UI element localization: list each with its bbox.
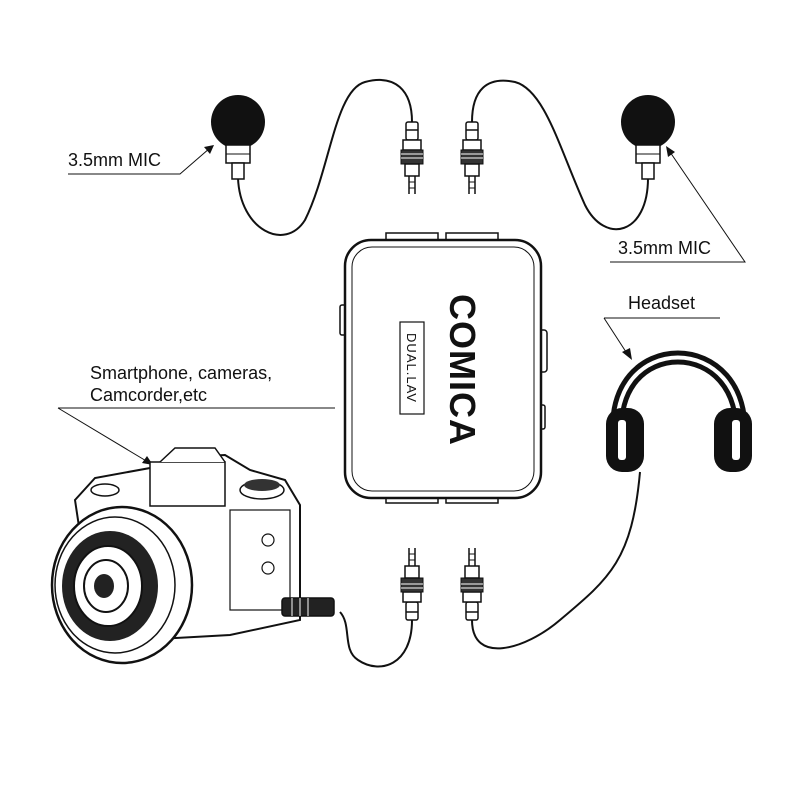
dslr-camera-icon	[50, 447, 335, 665]
brand-logo: COMICA	[442, 294, 483, 446]
lavalier-mic-icon	[211, 95, 265, 180]
cables	[237, 79, 649, 668]
trs-plug-icon	[400, 547, 424, 621]
trs-plug-icon	[460, 121, 484, 195]
headphones-icon	[606, 350, 752, 472]
headset-label: Headset	[628, 293, 695, 313]
trs-plug-icon	[400, 121, 424, 195]
trs-plug-icon	[460, 547, 484, 621]
model-label: DUAL.LAV	[404, 333, 419, 403]
devices-label-line2: Camcorder,etc	[90, 385, 207, 405]
devices-label-line1: Smartphone, cameras,	[90, 363, 272, 383]
leader-lines	[57, 145, 746, 465]
mixer-device: COMICA DUAL.LAV	[339, 232, 548, 504]
mic-right-label: 3.5mm MIC	[618, 238, 711, 258]
lavalier-mic-icon	[621, 95, 675, 180]
mic-left-label: 3.5mm MIC	[68, 150, 161, 170]
